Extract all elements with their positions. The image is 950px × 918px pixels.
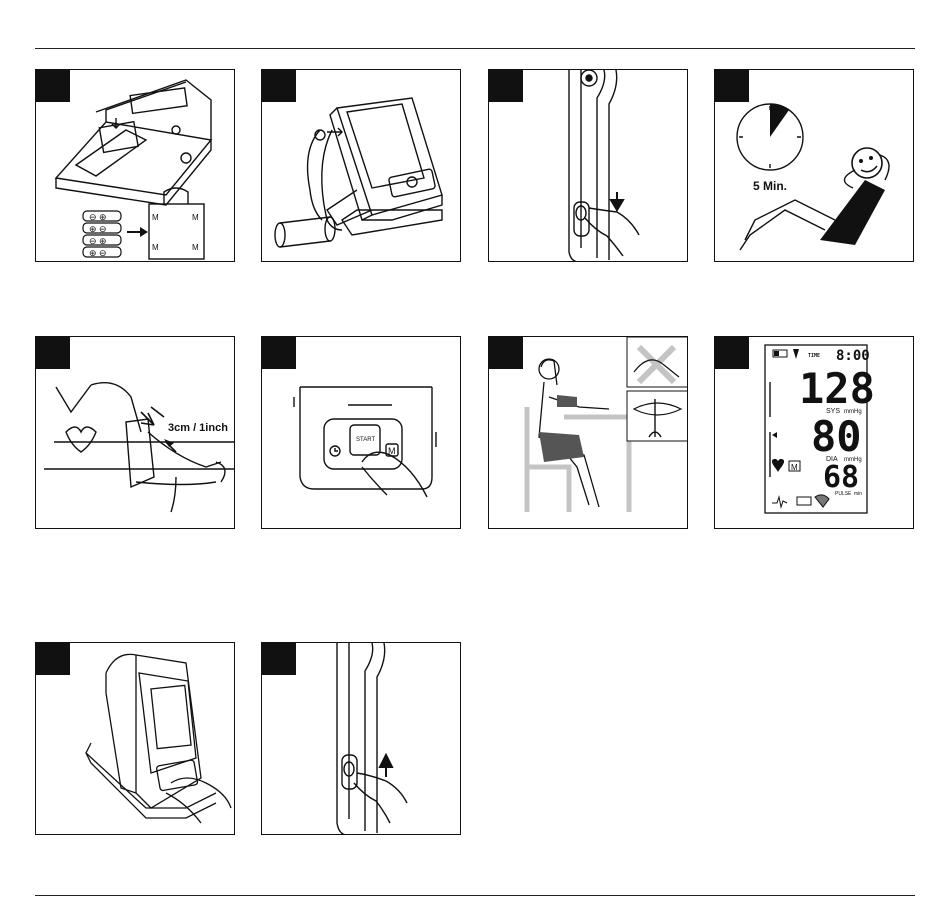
svg-text:⊕ ⊖: ⊕ ⊖ — [89, 248, 107, 258]
step-8-display-panel: TIME 8:00 128 SYS mmHg 80 DIA mmHg 68 PU… — [714, 336, 914, 529]
svg-text:M: M — [192, 213, 199, 222]
step-9-deflate-panel — [35, 642, 235, 835]
step-10-switch-off-panel — [261, 642, 461, 835]
svg-text:M: M — [152, 243, 159, 252]
step-5-cuff-panel: 3cm / 1inch — [35, 336, 235, 529]
pulse-unit: min — [854, 491, 862, 497]
slide-switch-down-illustration — [489, 70, 688, 262]
heart-icon — [772, 459, 783, 471]
svg-text:M: M — [192, 243, 199, 252]
time-display: 8:00 — [836, 348, 870, 364]
cuff-wrap-icon — [815, 495, 829, 507]
m-button-label: M — [388, 446, 396, 456]
pulse-label: PULSE — [835, 491, 852, 497]
top-rule — [35, 48, 915, 49]
memory-label: M — [791, 463, 798, 472]
step-1-battery-panel: ⊖ ⊕ ⊕ ⊖ ⊖ ⊕ ⊕ ⊖ M M M M — [35, 69, 235, 262]
press-start-illustration: START M — [262, 337, 461, 529]
bottom-rule — [35, 895, 915, 896]
battery-insert-illustration: ⊖ ⊕ ⊕ ⊖ ⊖ ⊕ ⊕ ⊖ M M M M — [36, 70, 235, 262]
pulse-wave-icon — [772, 497, 787, 507]
distance-label: 3cm / 1inch — [168, 422, 228, 434]
step-3-switch-on-panel — [488, 69, 688, 262]
time-tag: TIME — [808, 353, 820, 359]
svg-text:⊖ ⊕: ⊖ ⊕ — [89, 212, 107, 222]
sitting-posture-illustration — [489, 337, 688, 529]
timer-label: 5 Min. — [753, 179, 787, 193]
step-7-posture-panel — [488, 336, 688, 529]
svg-text:⊕ ⊖: ⊕ ⊖ — [89, 224, 107, 234]
diastolic-value: 80 — [811, 412, 862, 461]
systolic-value: 128 — [799, 364, 875, 413]
power-adapter-illustration — [262, 70, 461, 262]
monitor-in-stand-illustration — [36, 643, 235, 835]
step-2-adapter-panel — [261, 69, 461, 262]
step-4-rest-panel: 5 Min. — [714, 69, 914, 262]
cuff-placement-illustration: 3cm / 1inch — [36, 337, 235, 529]
pulse-value: 68 — [823, 460, 859, 495]
svg-text:⊖ ⊕: ⊖ ⊕ — [89, 236, 107, 246]
slide-switch-up-illustration — [262, 643, 461, 835]
svg-text:M: M — [152, 213, 159, 222]
lcd-readout-illustration: TIME 8:00 128 SYS mmHg 80 DIA mmHg 68 PU… — [715, 337, 914, 529]
step-6-start-panel: START M — [261, 336, 461, 529]
rest-five-minutes-illustration: 5 Min. — [715, 70, 914, 262]
start-button-label: START — [356, 437, 375, 443]
cuff-icon — [797, 497, 811, 505]
